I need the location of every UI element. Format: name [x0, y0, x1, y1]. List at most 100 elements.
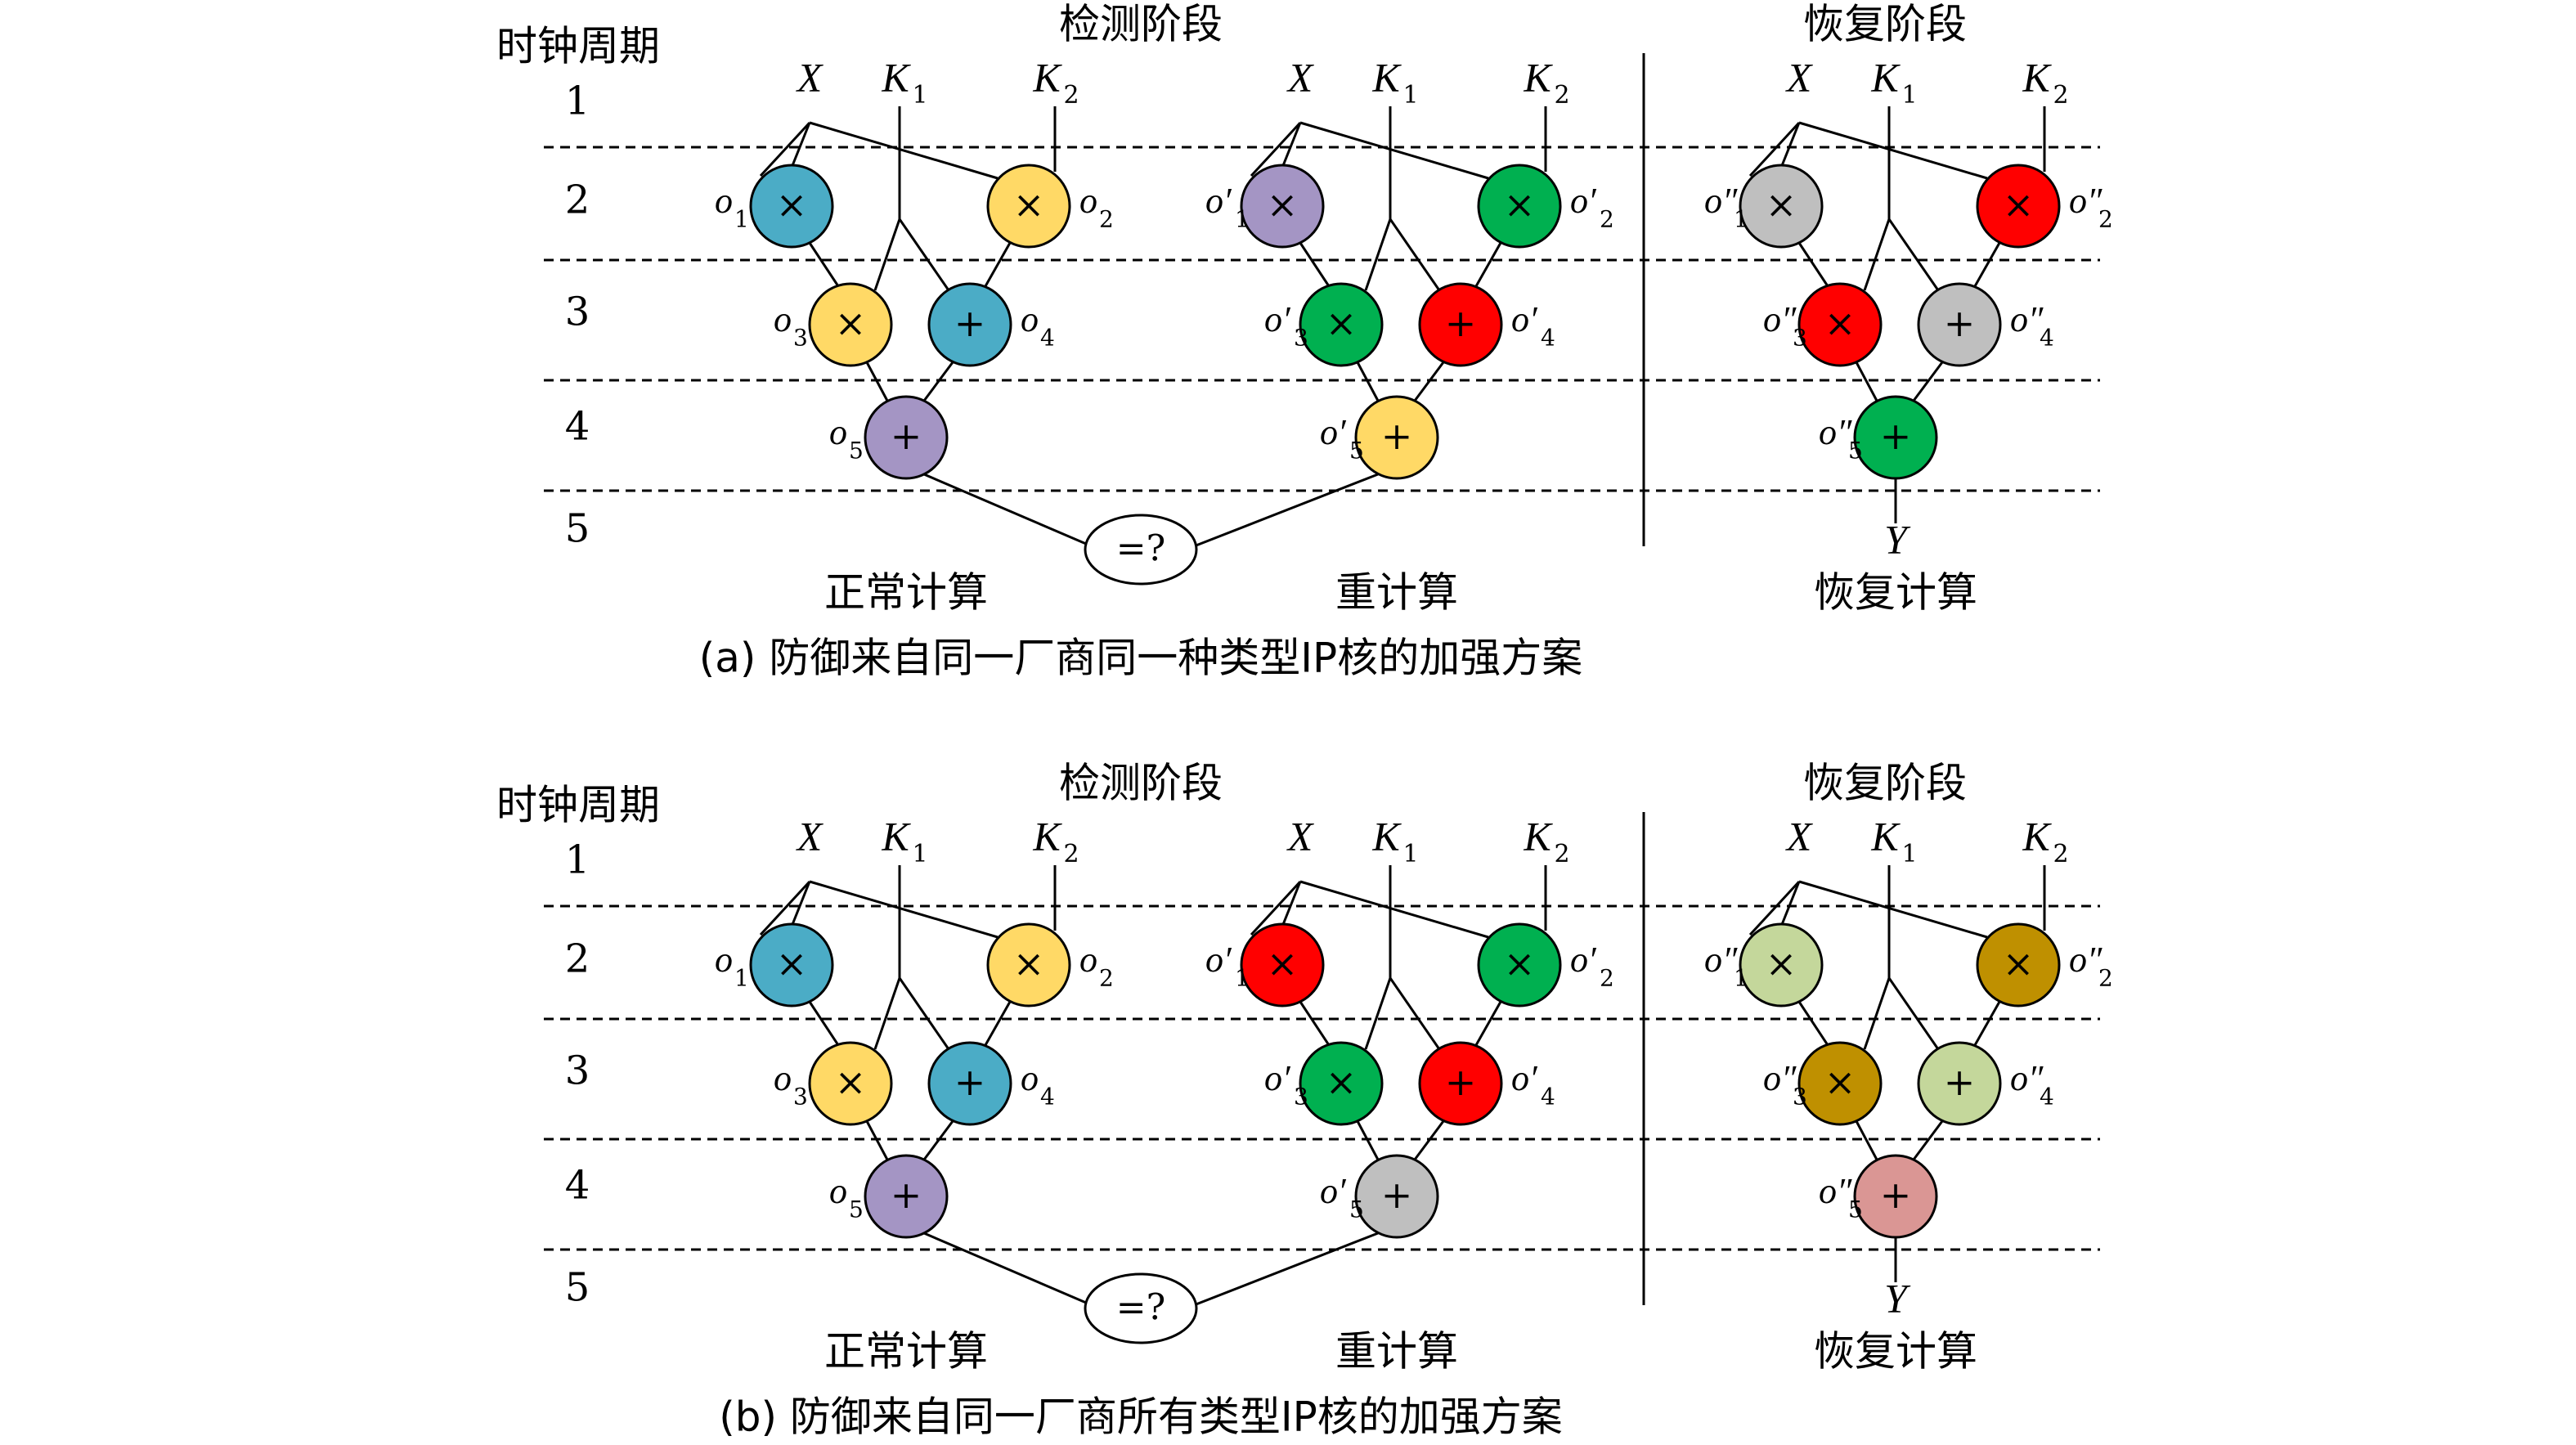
node-o3-label-subscript: 3 — [1294, 1084, 1308, 1111]
edge-k1-o4 — [1887, 218, 1940, 291]
node-o3-operator: × — [1824, 301, 1856, 345]
output-y: Y — [1884, 1275, 1911, 1321]
normal-computation-label: 正常计算 — [824, 569, 988, 617]
node-o3: ×o′3 — [1264, 282, 1384, 367]
edge-o3-o5 — [865, 1120, 889, 1160]
edge-x-o1 — [790, 122, 811, 168]
edge-o2-o4 — [1474, 1001, 1502, 1046]
node-o2-circle — [1477, 164, 1562, 249]
node-o4-label-subscript: 4 — [1541, 1084, 1555, 1111]
cycle-number-2: 2 — [565, 177, 590, 223]
input-x: X — [796, 54, 824, 100]
edge-x-o2 — [1798, 880, 1988, 939]
node-o4: +o′4 — [1418, 1041, 1555, 1126]
node-o5-operator: + — [1381, 414, 1413, 458]
node-o2-label-subscript: 2 — [2098, 965, 2113, 992]
node-o2-operator: × — [1504, 941, 1536, 985]
node-o2-circle — [1976, 164, 2061, 249]
node-o2-label-subscript: 2 — [1600, 965, 1614, 992]
detection-phase-title: 检测阶段 — [1059, 1, 1223, 48]
edge-k1-o4 — [898, 218, 950, 291]
input-k1: K — [1371, 54, 1402, 100]
edge-k1-o3 — [1863, 977, 1891, 1050]
input-x: X — [1286, 813, 1315, 859]
recomputation-label: 重计算 — [1335, 1328, 1458, 1375]
input-k1: K — [1870, 813, 1901, 859]
node-o1-label: o — [715, 940, 733, 980]
edge-k1-o4 — [898, 977, 950, 1050]
node-o3-operator: × — [1326, 301, 1358, 345]
input-x: X — [796, 813, 824, 859]
node-o4-label: o — [1021, 299, 1039, 339]
input-x: X — [1286, 54, 1315, 100]
node-o4-label: o′ — [1511, 299, 1538, 339]
node-o5-label-subscript: 5 — [849, 438, 864, 464]
node-o4-label: o″ — [2010, 299, 2044, 339]
node-o5-label-subscript: 5 — [1848, 438, 1863, 464]
node-o3-circle — [808, 1041, 893, 1126]
node-o3-operator: × — [835, 301, 867, 345]
edge-x-o1 — [1779, 881, 1801, 927]
node-o5-operator: + — [1381, 1173, 1413, 1217]
node-o2-label-subscript: 2 — [2098, 206, 2113, 233]
input-x: X — [1785, 813, 1814, 859]
node-o3-label-subscript: 3 — [1793, 325, 1807, 352]
panel-caption: (b) 防御来自同一厂商所有类型IP核的加强方案 — [719, 1393, 1563, 1441]
node-o2-operator: × — [1504, 182, 1536, 227]
node-o1-label-subscript: 1 — [734, 965, 749, 992]
cycle-number-3: 3 — [565, 289, 590, 335]
edge-x-o1-b — [1250, 121, 1302, 177]
node-o5-label: o — [829, 1171, 847, 1211]
input-k1-subscript: 1 — [1901, 81, 1917, 110]
edge-o5-compare — [923, 1232, 1093, 1307]
node-o1-label: o′ — [1205, 181, 1232, 221]
node-o2-circle — [1477, 922, 1562, 1007]
input-k2: K — [1032, 813, 1062, 859]
node-o4-operator: + — [1944, 1060, 1976, 1104]
node-o1-circle — [749, 922, 834, 1007]
recovery-computation-label: 恢复计算 — [1814, 569, 1977, 617]
edge-x-o1-b — [1748, 121, 1801, 177]
node-o2-label-subscript: 2 — [1600, 206, 1614, 233]
node-o1-circle — [1739, 922, 1824, 1007]
edge-o1-o3 — [808, 242, 840, 287]
edge-o5-compare — [923, 473, 1093, 548]
detection-phase-title: 检测阶段 — [1059, 760, 1223, 807]
input-k1: K — [1870, 54, 1901, 100]
input-k2: K — [1032, 54, 1062, 100]
compare-label: =? — [1116, 1287, 1165, 1329]
node-o2: ×o′2 — [1477, 922, 1614, 1007]
node-o1-label: o′ — [1205, 940, 1232, 980]
node-o1-label-subscript: 1 — [1235, 206, 1250, 233]
node-o2: ×o′2 — [1477, 164, 1614, 249]
node-o5-operator: + — [891, 1173, 922, 1217]
input-k2: K — [2022, 54, 2052, 100]
edge-o5p-compare — [1193, 473, 1379, 548]
edge-x-o1 — [790, 881, 811, 927]
node-o2-label-subscript: 2 — [1099, 206, 1114, 233]
node-o2-circle — [1976, 922, 2061, 1007]
compare-label: =? — [1116, 528, 1165, 570]
edge-k1-o4 — [1389, 218, 1441, 291]
node-o3-label-subscript: 3 — [1294, 325, 1308, 352]
node-o3-circle — [1797, 1041, 1883, 1126]
edge-x-o1-b — [1748, 880, 1801, 936]
node-o2-operator: × — [2003, 941, 2035, 985]
node-o4-label-subscript: 4 — [1040, 1084, 1055, 1111]
node-o1-operator: × — [1766, 941, 1797, 985]
node-o1-label-subscript: 1 — [1235, 965, 1250, 992]
node-o3-label: o — [774, 1058, 792, 1098]
node-o5-label-subscript: 5 — [1848, 1196, 1863, 1223]
